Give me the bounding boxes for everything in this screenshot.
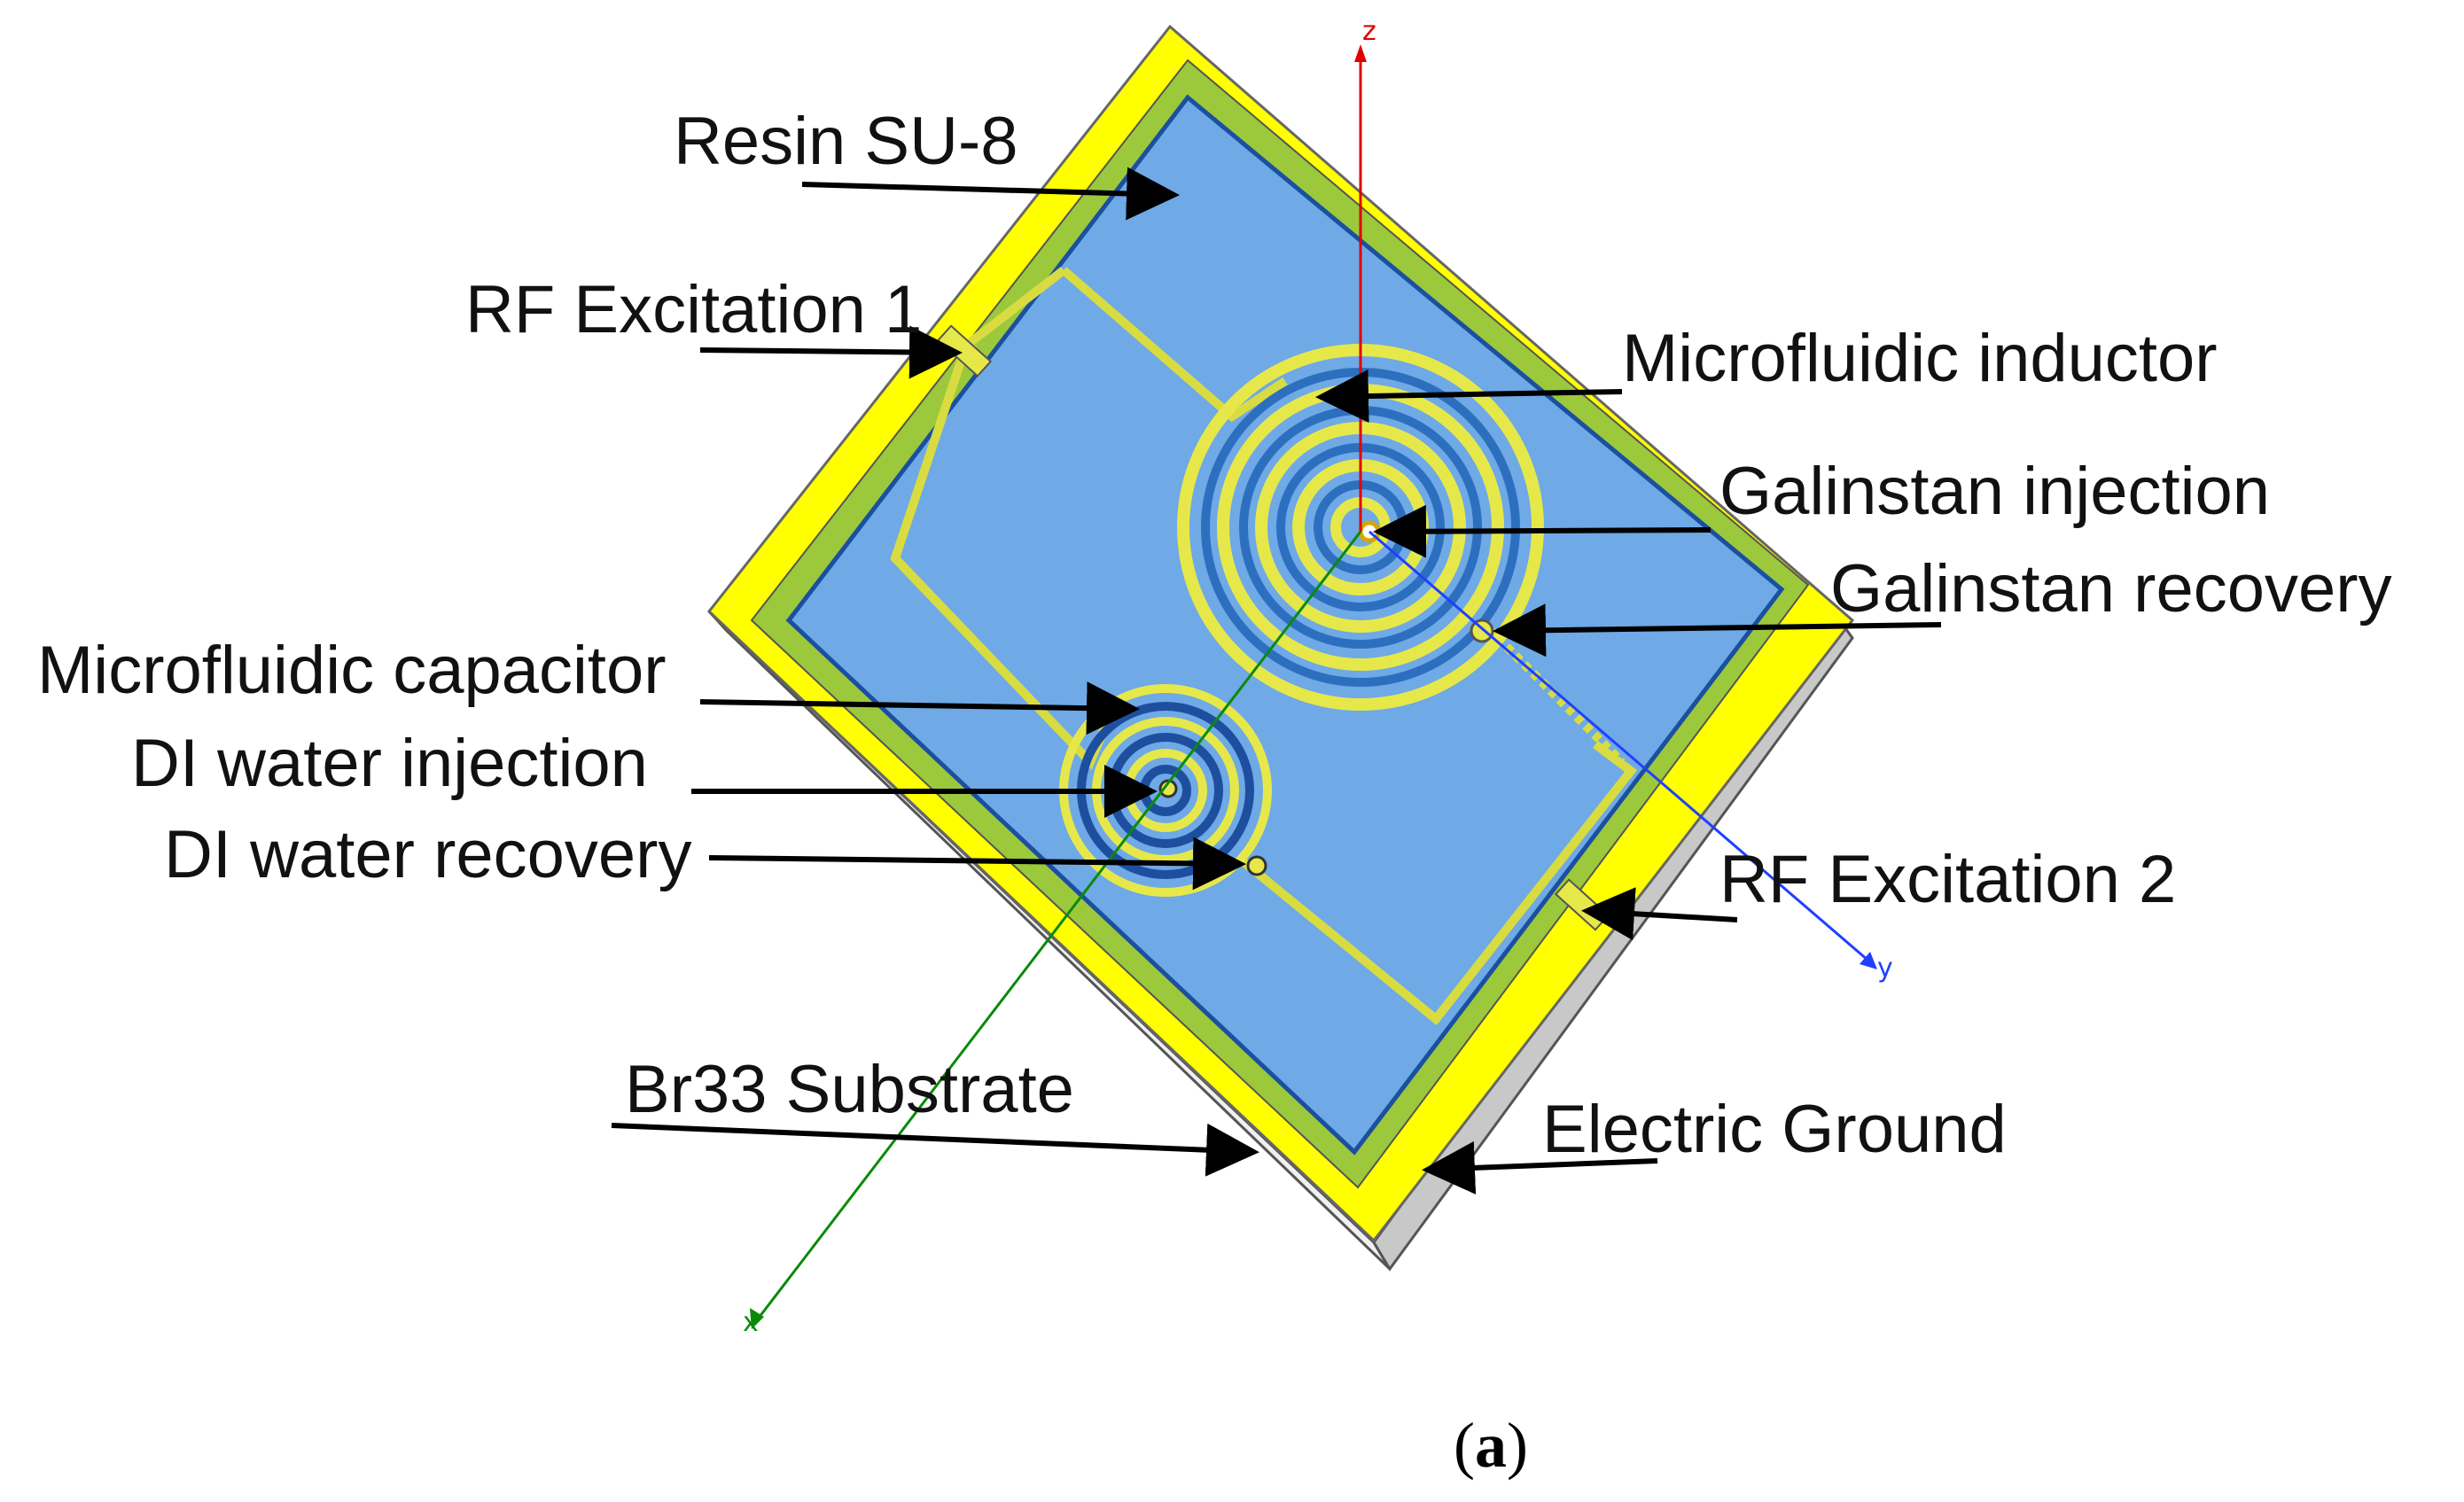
label-rf-excitation-2: RF Excitation 2 [1719, 842, 2176, 917]
z-axis-label: z [1362, 16, 1376, 47]
trace-upper-to-inductor [1060, 267, 1288, 423]
label-rf-excitation-1: RF Excitation 1 [465, 272, 922, 347]
label-microfluidic-capacitor: Microfluidic capacitor [37, 633, 667, 708]
label-galinstan-recovery: Galinstan recovery [1830, 551, 2392, 626]
x-axis-arrowhead [750, 1308, 764, 1329]
caption-close-paren: ) [1507, 1410, 1528, 1481]
label-br33-substrate: Br33 Substrate [625, 1052, 1074, 1127]
z-axis-arrowhead [1354, 44, 1367, 62]
label-di-water-injection: DI water injection [131, 726, 648, 801]
x-axis-label: x [743, 1307, 759, 1338]
labels: Resin SU-8 RF Excitation 1 Microfluidic … [37, 104, 2392, 1167]
y-axis-arrowhead [1860, 952, 1877, 969]
di-water-recovery-port [1246, 855, 1267, 876]
label-microfluidic-inductor: Microfluidic inductor [1622, 321, 2218, 396]
arrow-galinstan-recovery [1493, 603, 1942, 658]
callout-arrows [611, 167, 1942, 1195]
arrow-resin [801, 167, 1180, 221]
label-di-water-recovery: DI water recovery [164, 817, 692, 892]
arrow-capacitor [699, 681, 1140, 735]
arrow-rf1 [699, 325, 963, 379]
arrow-galinstan-injection [1373, 504, 1712, 558]
arrow-inductor [1315, 370, 1623, 424]
arrow-substrate [611, 1123, 1259, 1177]
galinstan-recovery-port [1470, 619, 1494, 643]
arrow-ground [1422, 1140, 1658, 1195]
arrow-rf2 [1581, 887, 1738, 941]
x-axis-line [752, 531, 1362, 1326]
label-galinstan-injection: Galinstan injection [1719, 454, 2270, 529]
label-resin-su8: Resin SU-8 [674, 104, 1018, 179]
figure-caption: (a) [1454, 1410, 1528, 1481]
y-axis-line [1368, 530, 1875, 968]
coordinate-axes: z y x [743, 16, 1893, 1338]
caption-open-paren: ( [1454, 1410, 1475, 1481]
arrow-di-recovery [708, 837, 1246, 891]
caption-letter: a [1475, 1410, 1507, 1481]
resin-su8-layer [785, 94, 1785, 1156]
label-electric-ground: Electric Ground [1542, 1092, 2007, 1167]
y-axis-label: y [1877, 953, 1893, 984]
di-water-injection-port [1158, 779, 1178, 798]
